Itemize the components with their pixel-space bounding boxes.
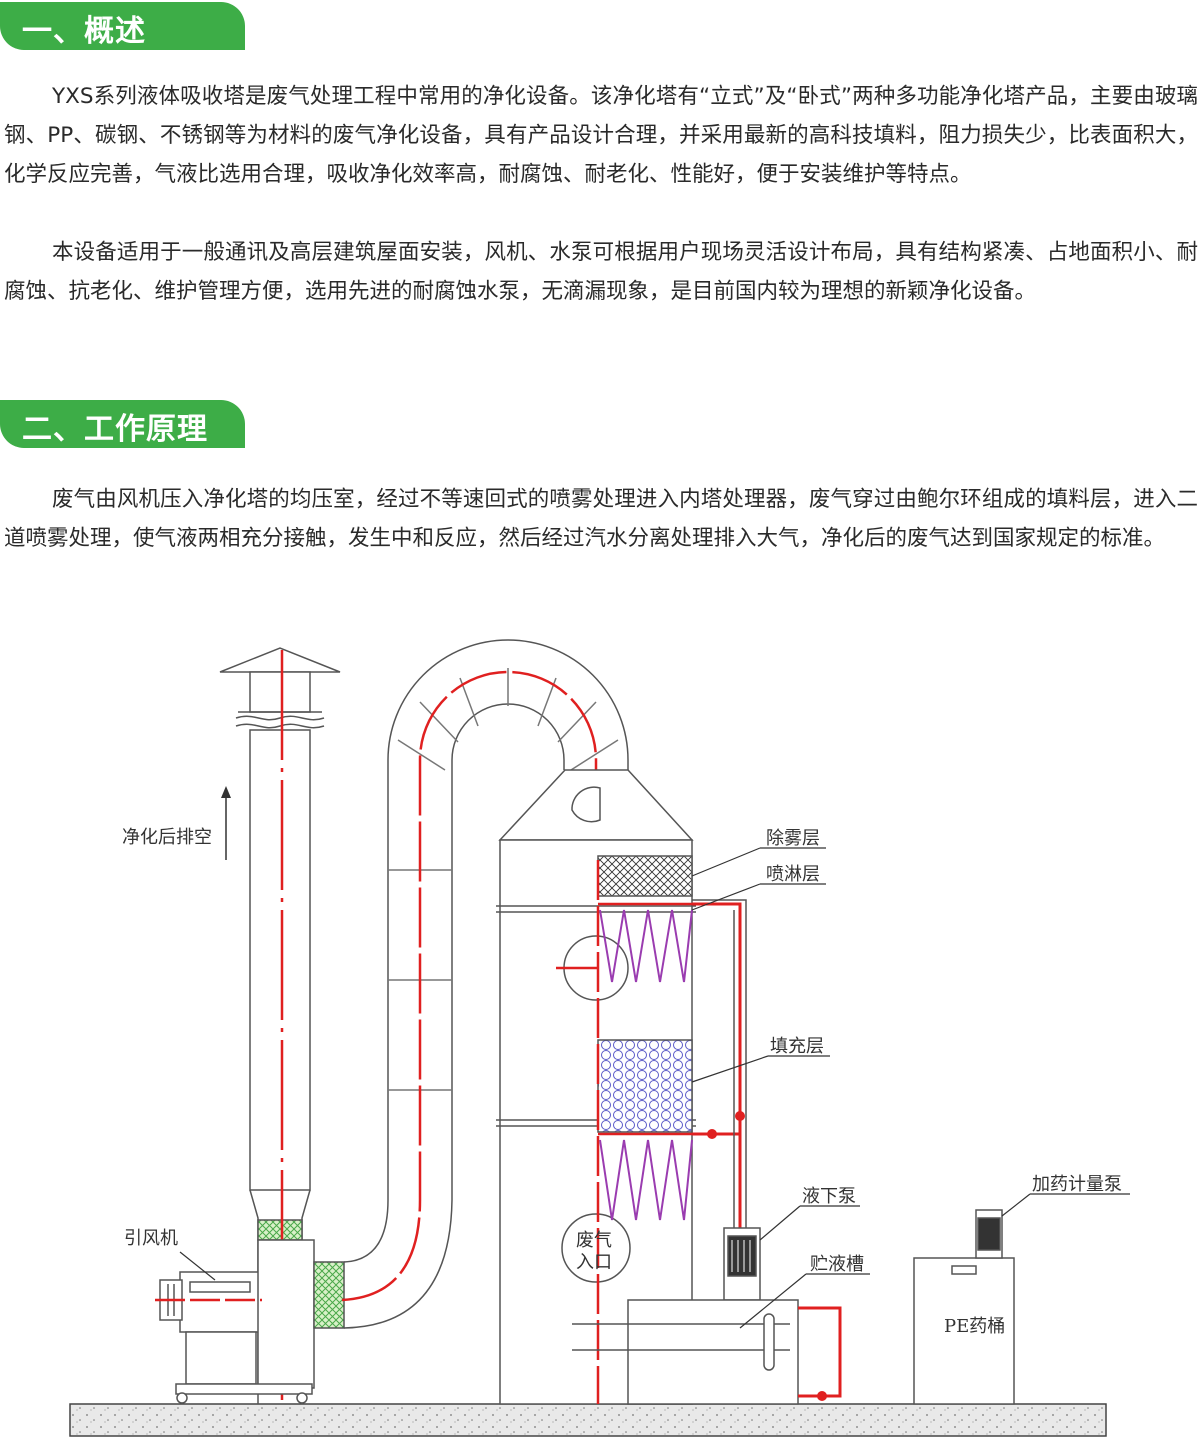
label-inlet-1: 废气 (576, 1230, 612, 1251)
upper-spray-cones (599, 909, 693, 983)
induced-fan (159, 1239, 315, 1404)
connecting-duct (343, 639, 629, 1329)
ground-slab (69, 1403, 1107, 1437)
lower-spray-cones (599, 1139, 693, 1221)
label-fan: 引风机 (124, 1228, 178, 1249)
label-demister: 除雾层 (766, 828, 820, 849)
section-title-principle: 二、工作原理 (22, 412, 208, 447)
label-submersible-pump: 液下泵 (802, 1186, 856, 1207)
pe-bucket (913, 1209, 1015, 1405)
circulation-pipe (692, 902, 742, 1260)
fan-duct-filter (313, 1261, 345, 1329)
section-banner-principle: 二、工作原理 (0, 400, 245, 448)
label-exhaust: 净化后排空 (122, 827, 212, 848)
label-packing: 填充层 (770, 1036, 824, 1057)
principle-paragraph: 废气由风机压入净化塔的均压室，经过不等速回式的喷雾处理进入内塔处理器，废气穿过由… (4, 487, 1198, 551)
label-spray: 喷淋层 (766, 864, 820, 885)
label-dosing-pump: 加药计量泵 (1032, 1174, 1122, 1195)
label-pe-bucket: PE药桶 (944, 1316, 1005, 1337)
overview-paragraph-2: 本设备适用于一般通讯及高层建筑屋面安装，风机、水泵可根据用户现场灵活设计布局，具… (4, 240, 1198, 304)
section-title-overview: 一、概述 (22, 14, 146, 49)
storage-tank (572, 1299, 799, 1405)
demister-layer (597, 855, 693, 897)
label-inlet-2: 入口 (576, 1252, 612, 1273)
label-tank: 贮液槽 (810, 1254, 864, 1275)
submersible-pump (723, 1227, 761, 1301)
exhaust-stack (219, 647, 341, 1404)
section-banner-overview: 一、概述 (0, 2, 245, 50)
packing-layer (597, 1039, 693, 1133)
duct-flow-line (341, 670, 598, 1302)
scrubber-diagram: 净化后排空 引风机 (69, 639, 1130, 1437)
overview-paragraph-1: YXS系列液体吸收塔是废气处理工程中常用的净化设备。该净化塔有“立式”及“卧式”… (4, 84, 1198, 187)
